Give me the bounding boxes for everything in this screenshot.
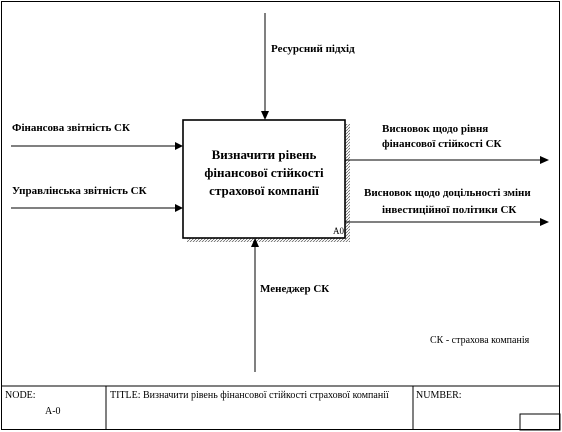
output-label-1-line-1: Висновок щодо рівня (382, 123, 488, 135)
footer-number-label: NUMBER: (416, 390, 462, 401)
output-label-1-line-2: фінансової стійкості СК (382, 138, 502, 150)
input-label-1: Фінансова звітність СК (12, 122, 130, 134)
footer-node-value: A-0 (45, 406, 61, 417)
function-box-node-id: A0 (333, 226, 344, 236)
input-arrowhead-1 (175, 142, 183, 150)
function-box-line-1: Визначити рівень (212, 147, 317, 162)
input-arrowhead-2 (175, 204, 183, 212)
output-label-2-line-2: інвестиційної політики СК (382, 204, 516, 216)
footer-title-label: TITLE: (110, 390, 141, 401)
output-label-2-line-1: Висновок щодо доцільності зміни (364, 187, 531, 199)
abbreviation-note: СК - страхова компанія (430, 335, 530, 346)
function-box[interactable] (182, 119, 346, 239)
mechanism-label: Менеджер СК (260, 283, 329, 295)
control-label: Ресурсний підхід (271, 43, 355, 55)
output-arrowhead-2 (540, 218, 549, 226)
input-label-2: Управлінська звітність СК (12, 185, 147, 197)
output-arrowhead-1 (540, 156, 549, 164)
mechanism-arrowhead (251, 238, 259, 247)
control-arrowhead (261, 111, 269, 120)
footer-number-box (519, 413, 561, 431)
function-box-line-2: фінансової стійкості (204, 165, 324, 180)
footer-node-label: NODE: (5, 390, 36, 401)
footer-title-value: Визначити рівень фінансової стійкості ст… (143, 390, 389, 401)
function-box-line-3: страхової компанії (209, 183, 319, 198)
